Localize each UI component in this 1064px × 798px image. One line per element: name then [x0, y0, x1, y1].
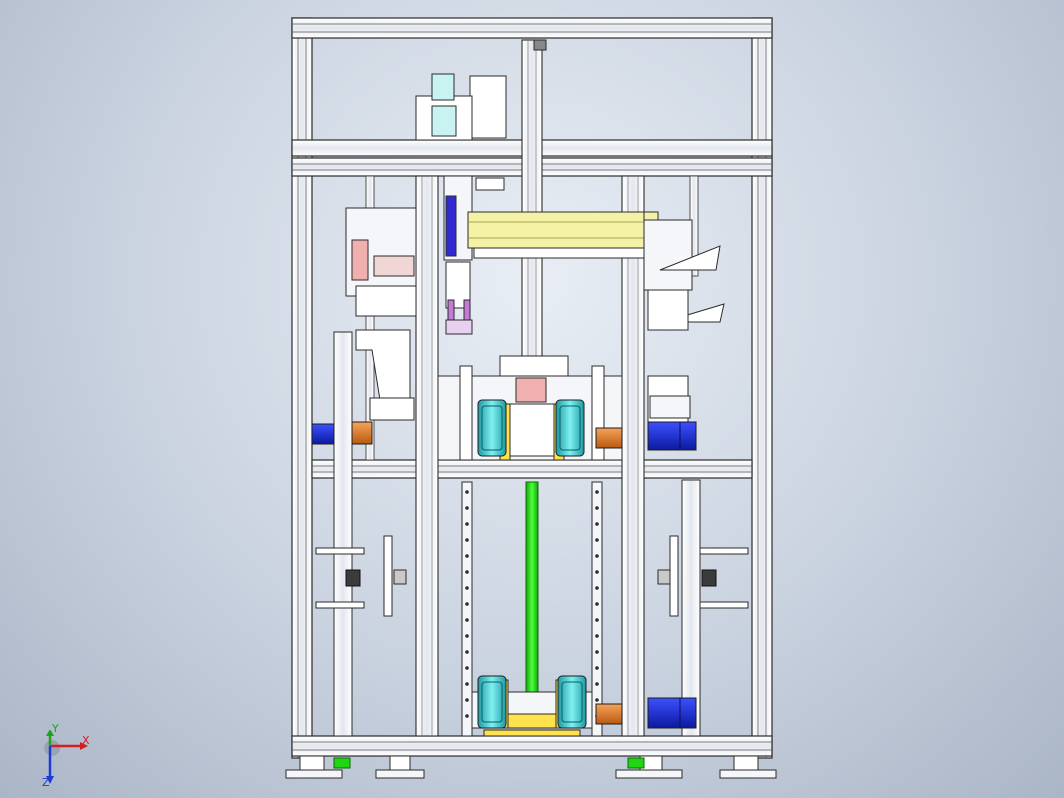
- top-beam[interactable]: [291, 17, 773, 39]
- lower-servo-left[interactable]: [477, 675, 507, 729]
- rail-hole: [465, 602, 469, 606]
- rail-hole: [595, 522, 599, 526]
- middle-beam[interactable]: [311, 459, 753, 479]
- rail-hole: [465, 618, 469, 622]
- triad-axes-icon: [44, 729, 88, 784]
- rail-left[interactable]: [461, 481, 473, 737]
- left-pick-unit[interactable]: [345, 207, 417, 421]
- upper-coupling-left[interactable]: [351, 421, 373, 445]
- upper-servo-left[interactable]: [477, 399, 507, 457]
- rail-hole: [465, 586, 469, 590]
- upper-coupling-right[interactable]: [595, 427, 623, 449]
- rail-hole: [595, 666, 599, 670]
- rail-hole: [595, 586, 599, 590]
- rail-hole: [465, 666, 469, 670]
- upper-servo-right[interactable]: [555, 399, 585, 457]
- rail-right[interactable]: [591, 481, 603, 737]
- rail-hole: [465, 554, 469, 558]
- triad-y-label: Y: [52, 722, 59, 735]
- right-pusher-arms[interactable]: [657, 535, 749, 617]
- rail-hole: [595, 682, 599, 686]
- rail-hole: [465, 682, 469, 686]
- rail-hole: [595, 618, 599, 622]
- upper-motor-right[interactable]: [647, 421, 697, 451]
- rail-hole: [595, 698, 599, 702]
- rail-hole: [595, 570, 599, 574]
- lower-servo-right[interactable]: [557, 675, 587, 729]
- rail-hole: [465, 490, 469, 494]
- ball-screw[interactable]: [525, 481, 539, 711]
- leveling-feet[interactable]: [285, 755, 777, 779]
- inner-post-right[interactable]: [621, 175, 645, 737]
- inner-post-left[interactable]: [415, 175, 439, 737]
- rail-hole: [595, 650, 599, 654]
- rail-hole: [465, 714, 469, 718]
- top-sensor-module[interactable]: [415, 73, 507, 191]
- rail-hole: [595, 634, 599, 638]
- coordinate-triad: X Y Z: [40, 722, 100, 790]
- triad-z-label: Z: [42, 776, 50, 789]
- bottom-beam[interactable]: [291, 735, 773, 757]
- rail-hole: [595, 506, 599, 510]
- rail-mounting-holes: [465, 490, 599, 718]
- rail-hole: [595, 490, 599, 494]
- lower-motor-right[interactable]: [647, 697, 697, 729]
- rail-hole: [595, 554, 599, 558]
- rail-hole: [465, 634, 469, 638]
- lower-coupling-right[interactable]: [595, 703, 623, 725]
- rail-hole: [465, 570, 469, 574]
- upper-drive-carriage[interactable]: [437, 355, 623, 461]
- rail-hole: [465, 522, 469, 526]
- triad-x-label: X: [82, 734, 90, 747]
- upper-motor-left[interactable]: [311, 423, 335, 445]
- rail-hole: [465, 698, 469, 702]
- center-post[interactable]: [521, 39, 547, 357]
- right-outer-post[interactable]: [751, 17, 773, 759]
- rail-hole: [595, 602, 599, 606]
- rail-hole: [465, 538, 469, 542]
- rail-hole: [595, 538, 599, 542]
- rail-hole: [465, 506, 469, 510]
- left-pusher-arms[interactable]: [315, 535, 407, 617]
- rail-hole: [465, 650, 469, 654]
- vertical-slide-gripper[interactable]: [443, 175, 473, 335]
- right-pick-unit[interactable]: [643, 219, 725, 437]
- left-outer-post[interactable]: [291, 17, 313, 759]
- side-post-left[interactable]: [333, 175, 375, 737]
